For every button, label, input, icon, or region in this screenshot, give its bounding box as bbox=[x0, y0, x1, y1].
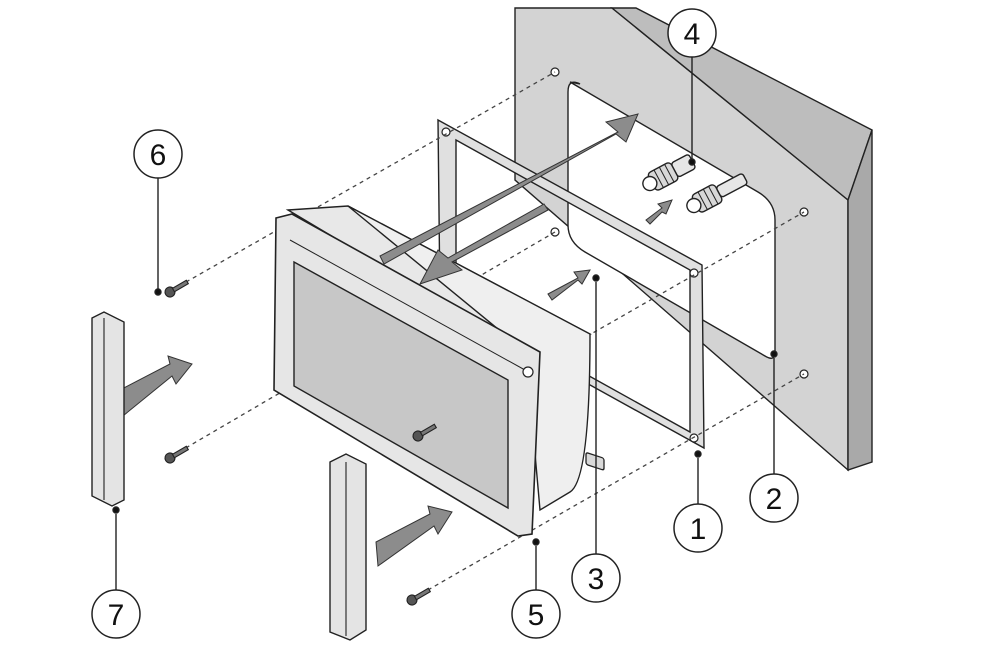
gasket-hole bbox=[689, 433, 699, 443]
callout-1: 1 bbox=[673, 503, 723, 553]
gasket-frame-outer bbox=[437, 118, 705, 450]
callout-5: 5 bbox=[511, 589, 561, 639]
side-cover-left bbox=[91, 311, 125, 507]
bezel-inner-edge bbox=[289, 239, 526, 371]
callout-label-5: 5 bbox=[528, 599, 545, 632]
gasket-frame bbox=[437, 118, 705, 450]
wall-panel-side bbox=[847, 129, 873, 471]
callout-2: 2 bbox=[749, 473, 799, 523]
callout-6: 6 bbox=[133, 129, 183, 179]
callout-4: 4 bbox=[667, 8, 717, 58]
callout-label-1: 1 bbox=[690, 513, 707, 546]
leader-lines bbox=[112, 56, 778, 592]
callout-7: 7 bbox=[91, 589, 141, 639]
callout-label-2: 2 bbox=[766, 483, 783, 516]
latch-clip bbox=[585, 452, 605, 471]
screw-icon bbox=[164, 279, 438, 606]
display-housing-back bbox=[347, 205, 591, 512]
callout-label-4: 4 bbox=[684, 18, 701, 51]
callout-label-3: 3 bbox=[588, 563, 605, 596]
callout-label-7: 7 bbox=[108, 599, 125, 632]
direction-arrow-icon bbox=[115, 113, 673, 567]
wall-panel-cutout bbox=[567, 81, 776, 359]
gasket-hole bbox=[441, 127, 451, 137]
side-cover-bottom bbox=[329, 453, 367, 641]
wall-panel bbox=[514, 7, 873, 472]
callout-3: 3 bbox=[571, 553, 621, 603]
gasket-hole bbox=[689, 268, 699, 278]
display-unit bbox=[273, 205, 592, 537]
callout-label-6: 6 bbox=[150, 139, 167, 172]
bezel-corner-screw bbox=[522, 366, 534, 378]
display-screen bbox=[293, 260, 509, 510]
